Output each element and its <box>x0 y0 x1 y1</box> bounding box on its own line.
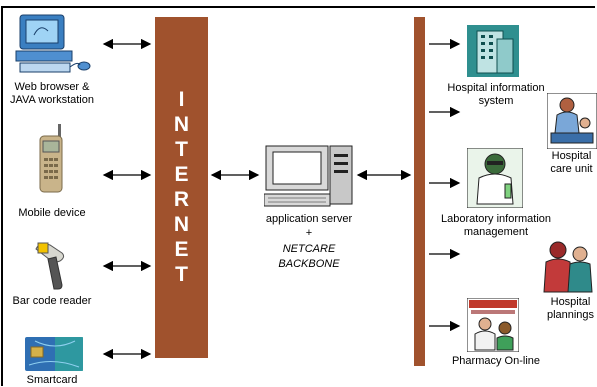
netcare-label: NETCARE <box>282 243 336 255</box>
lab-label: Laboratory information management <box>440 213 552 238</box>
diagram-frame <box>1 6 595 386</box>
pharmacy-icon <box>467 298 519 352</box>
hospital-care-icon <box>547 93 597 149</box>
internet-letter: R <box>173 188 190 211</box>
internet-letter: N <box>173 113 190 136</box>
internet-letter: T <box>175 138 188 161</box>
smartcard-label: Smartcard <box>26 374 78 386</box>
server-computer-icon <box>264 145 353 207</box>
internet-letter: T <box>175 263 188 286</box>
plus-label: + <box>305 227 313 239</box>
bar-code-reader-label: Bar code reader <box>12 295 92 307</box>
care-unit-label: Hospital care unit <box>550 150 593 175</box>
internet-letter: E <box>174 238 189 261</box>
pharmacy-label: Pharmacy On-line <box>451 355 541 367</box>
internet-letter: E <box>174 163 189 186</box>
computer-workstation-icon <box>15 14 91 73</box>
hospital-building-icon <box>467 25 519 77</box>
application-server-label: application server <box>265 213 353 225</box>
laboratory-worker-icon <box>467 148 523 208</box>
hospital-planning-icon <box>543 241 593 293</box>
his-label: Hospital information system <box>447 82 545 107</box>
internet-bar <box>155 17 208 358</box>
web-browser-label: Web browser & JAVA workstation <box>10 81 94 106</box>
mobile-device-label: Mobile device <box>18 207 86 219</box>
internet-letter: N <box>173 213 190 236</box>
barcode-scanner-icon <box>35 242 65 290</box>
mobile-phone-icon <box>39 124 63 193</box>
smartcard-icon <box>25 337 83 371</box>
internet-letter: I <box>178 88 185 111</box>
backbone-label: BACKBONE <box>278 258 340 270</box>
backbone-bar <box>414 17 425 366</box>
plannings-label: Hospital plannings <box>546 296 595 321</box>
